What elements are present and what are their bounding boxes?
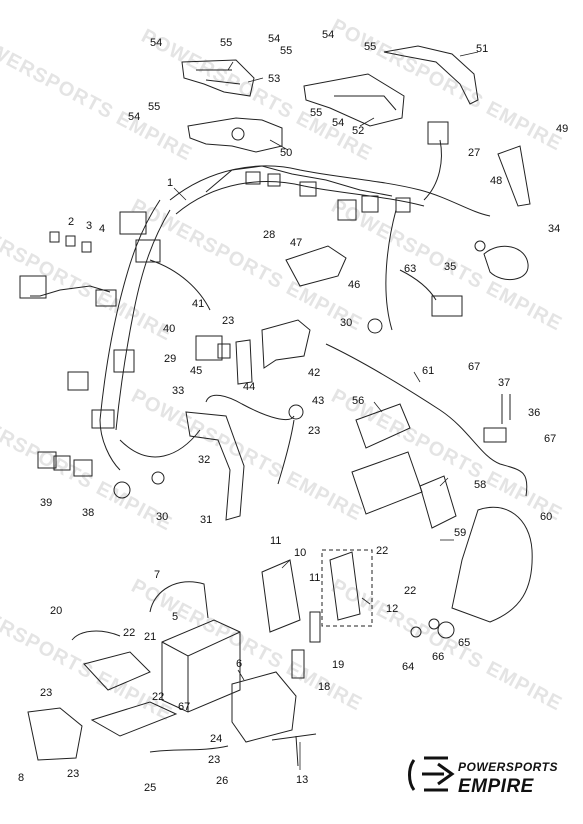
callout-21: 21: [144, 631, 156, 643]
callout-55b: 55: [280, 45, 292, 57]
callout-8: 8: [18, 772, 24, 784]
callout-23e: 23: [208, 754, 220, 766]
callout-48: 48: [490, 175, 502, 187]
callout-44: 44: [243, 381, 255, 393]
callout-60: 60: [540, 511, 552, 523]
callout-18: 18: [318, 681, 330, 693]
callout-39: 39: [40, 497, 52, 509]
callout-45: 45: [190, 365, 202, 377]
callout-58: 58: [474, 479, 486, 491]
callout-54c: 54: [322, 29, 334, 41]
callout-46: 46: [348, 279, 360, 291]
callout-66: 66: [432, 651, 444, 663]
callout-64: 64: [402, 661, 414, 673]
callout-35: 35: [444, 261, 456, 273]
callout-34: 34: [548, 223, 560, 235]
callout-28: 28: [263, 229, 275, 241]
callout-65: 65: [458, 637, 470, 649]
callout-53: 53: [268, 73, 280, 85]
parts-linework: [19, 45, 533, 767]
callout-30a: 30: [340, 317, 352, 329]
callout-22b: 22: [152, 691, 164, 703]
callout-56: 56: [352, 395, 364, 407]
callout-33: 33: [172, 385, 184, 397]
brand-mark-icon: [408, 756, 455, 792]
callout-54d: 54: [128, 111, 140, 123]
callout-11: 11: [270, 535, 281, 547]
callout-51: 51: [476, 43, 488, 55]
callout-67b: 67: [544, 433, 556, 445]
callout-47: 47: [290, 237, 302, 249]
callout-30b: 30: [156, 511, 168, 523]
brand-logo: POWERSPORTS EMPIRE: [408, 756, 558, 797]
callout-32: 32: [198, 454, 210, 466]
callout-2: 2: [68, 216, 74, 228]
callout-61: 61: [422, 365, 434, 377]
callout-9: 67: [178, 701, 190, 713]
callout-40: 40: [163, 323, 175, 335]
callout-26: 26: [216, 775, 228, 787]
callout-36: 36: [528, 407, 540, 419]
callout-50: 50: [280, 147, 292, 159]
callout-41: 41: [192, 298, 204, 310]
callout-12: 12: [386, 603, 398, 615]
callout-23c: 23: [40, 687, 52, 699]
brand-line-2: EMPIRE: [458, 776, 535, 797]
callout-7: 7: [154, 569, 160, 581]
callout-1: 1: [167, 177, 173, 189]
callout-59: 59: [454, 527, 466, 539]
callout-54b: 54: [268, 33, 280, 45]
callout-24: 24: [210, 733, 222, 745]
callout-11b: 11: [309, 572, 320, 584]
callout-13: 13: [296, 774, 308, 786]
callout-55c: 55: [364, 41, 376, 53]
callout-5: 5: [172, 611, 178, 623]
callout-22d: 22: [404, 585, 416, 597]
callout-19: 19: [332, 659, 344, 671]
callout-10: 10: [294, 547, 306, 559]
callout-3: 3: [86, 220, 92, 232]
callout-27: 27: [468, 147, 480, 159]
callout-6: 6: [236, 658, 242, 670]
watermark-text: POWERSPORTS EMPIRE: [0, 585, 176, 726]
callout-63: 63: [404, 263, 416, 275]
callout-22a: 22: [123, 627, 135, 639]
callout-55a: 55: [220, 37, 232, 49]
callout-52: 52: [352, 125, 364, 137]
callout-37: 37: [498, 377, 510, 389]
callout-43: 43: [312, 395, 324, 407]
callout-4: 4: [99, 223, 105, 235]
callout-42: 42: [308, 367, 320, 379]
callout-23a: 23: [222, 315, 234, 327]
callout-29: 29: [164, 353, 176, 365]
callout-54e: 54: [332, 117, 344, 129]
brand-line-1: POWERSPORTS: [458, 760, 558, 774]
callout-labels: 1 2 3 4 5 6 7 8 67 10 11 11 12 13 18 19 …: [18, 29, 568, 794]
callout-55e: 55: [310, 107, 322, 119]
callout-38: 38: [82, 507, 94, 519]
leader-lines: [173, 51, 479, 770]
callout-49: 49: [556, 123, 568, 135]
callout-22c: 22: [376, 545, 388, 557]
callout-54a: 54: [150, 37, 162, 49]
callout-67a: 67: [468, 361, 480, 373]
callout-20: 20: [50, 605, 62, 617]
callout-31: 31: [200, 514, 212, 526]
callout-25: 25: [144, 782, 156, 794]
callout-55d: 55: [148, 101, 160, 113]
callout-23b: 23: [308, 425, 320, 437]
callout-23d: 23: [67, 768, 79, 780]
